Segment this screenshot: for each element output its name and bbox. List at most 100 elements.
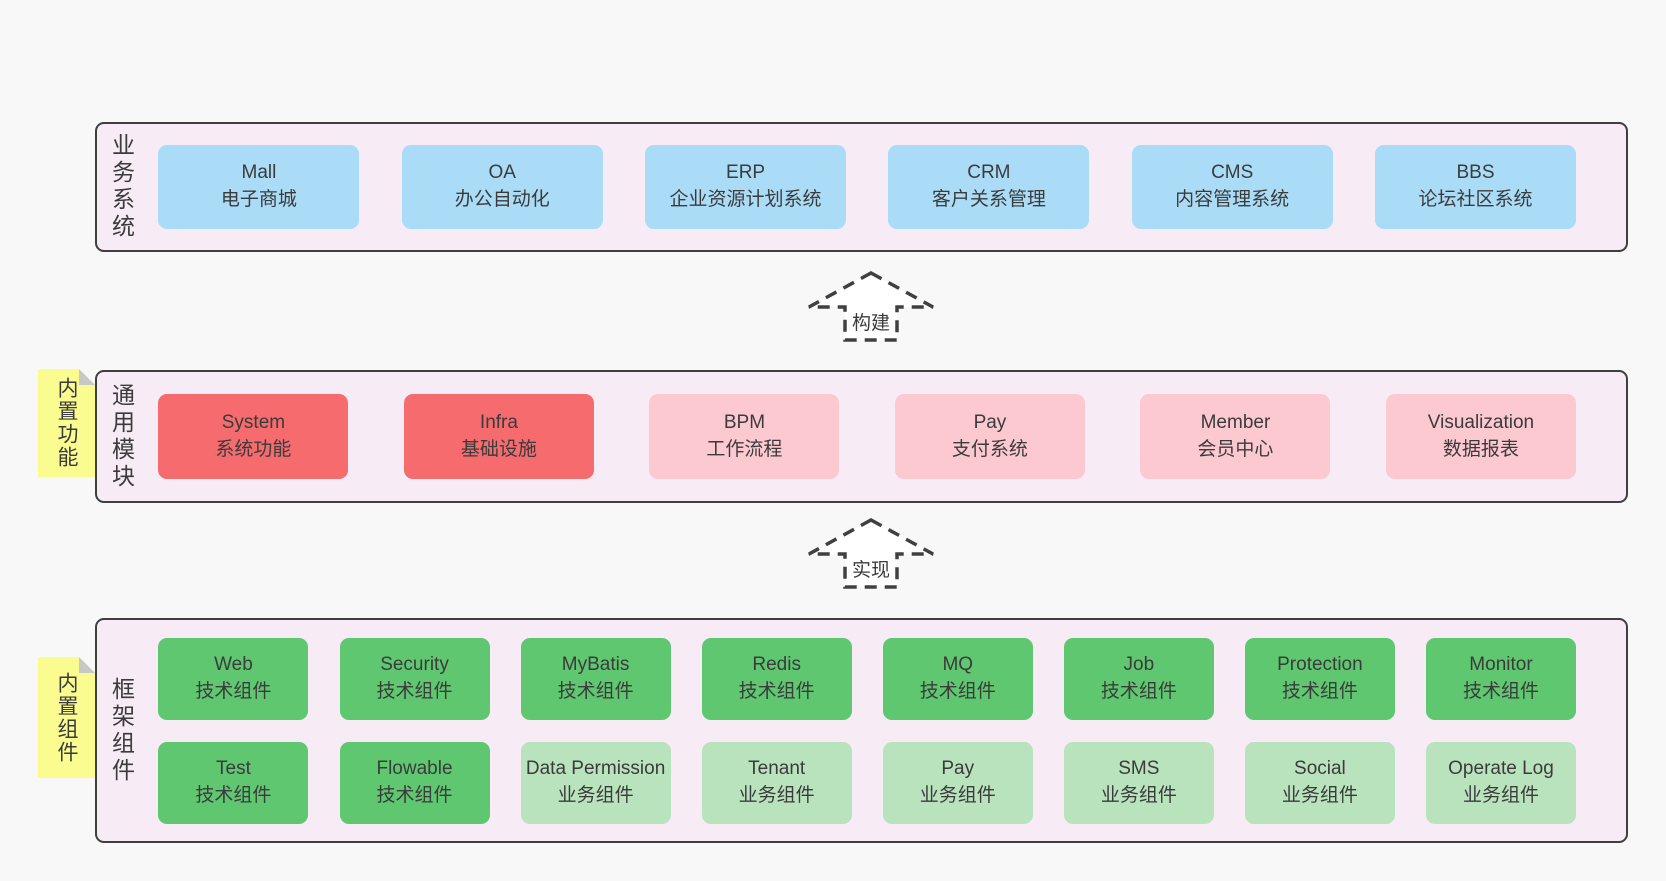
box-title: CMS bbox=[1211, 162, 1254, 184]
box-title: Social bbox=[1294, 757, 1346, 779]
box-title: Test bbox=[216, 757, 251, 779]
arrow-up-icon bbox=[808, 518, 934, 589]
box-title: Security bbox=[380, 653, 449, 675]
box-web: Web 技术组件 bbox=[158, 637, 309, 720]
box-title: BPM bbox=[723, 411, 766, 433]
panel-label-business: 业务系统 bbox=[108, 133, 135, 241]
box-cms: CMS 内容管理系统 bbox=[1131, 145, 1333, 229]
box-title: Protection bbox=[1277, 653, 1363, 675]
box-flowable: Flowable 技术组件 bbox=[339, 741, 490, 824]
box-title: OA bbox=[488, 162, 516, 184]
box-subtitle: 技术组件 bbox=[376, 784, 453, 806]
box-subtitle: 基础设施 bbox=[460, 438, 537, 460]
box-subtitle: 企业资源计划系统 bbox=[669, 189, 822, 210]
box-subtitle: 系统功能 bbox=[215, 438, 292, 460]
box-system: System 系统功能 bbox=[158, 394, 349, 479]
common-modules-panel: 通用模块 System 系统功能 Infra 基础设施 BPM 工作流程 Pay 支付系统 Me… bbox=[95, 370, 1628, 503]
business-systems-panel: 业务系统 Mall 电子商城 OA 办公自动化 ERP 企业资源计划系统 CRM 客户关系管理… bbox=[95, 122, 1628, 252]
box-title: MQ bbox=[942, 653, 974, 675]
box-title: Web bbox=[214, 653, 253, 675]
box-subtitle: 会员中心 bbox=[1197, 438, 1274, 460]
box-title: Visualization bbox=[1427, 411, 1535, 433]
box-subtitle: 工作流程 bbox=[706, 438, 783, 460]
box-subtitle: 技术组件 bbox=[738, 680, 815, 702]
business-boxes: Mall 电子商城 OA 办公自动化 ERP 企业资源计划系统 CRM 客户关系管理 CMS 内容… bbox=[134, 145, 1626, 229]
box-subtitle: 技术组件 bbox=[1100, 680, 1177, 702]
box-mall: Mall 电子商城 bbox=[158, 145, 360, 229]
box-subtitle: 电子商城 bbox=[220, 189, 297, 210]
box-title: Flowable bbox=[376, 757, 453, 779]
box-subtitle: 业务组件 bbox=[738, 784, 815, 806]
box-title: SMS bbox=[1118, 757, 1160, 779]
box-subtitle: 技术组件 bbox=[195, 784, 272, 806]
box-oa: OA 办公自动化 bbox=[401, 145, 603, 229]
arrow-label-implement: 实现 bbox=[848, 555, 894, 582]
implement-arrow: 实现 bbox=[806, 518, 936, 590]
box-member: Member 会员中心 bbox=[1140, 394, 1331, 479]
box-data-permission: Data Permission 业务组件 bbox=[520, 741, 671, 824]
box-subtitle: 业务组件 bbox=[1462, 784, 1539, 806]
box-visualization: Visualization 数据报表 bbox=[1385, 394, 1576, 479]
box-mybatis: MyBatis 技术组件 bbox=[520, 637, 671, 720]
box-title: MyBatis bbox=[561, 653, 630, 675]
box-subtitle: 业务组件 bbox=[1100, 784, 1177, 806]
box-title: System bbox=[221, 411, 286, 433]
panel-label-modules: 通用模块 bbox=[108, 382, 135, 491]
box-subtitle: 数据报表 bbox=[1442, 438, 1519, 460]
sticky-note-builtin-components: 内置组件 bbox=[38, 657, 95, 778]
box-title: ERP bbox=[726, 162, 766, 184]
sticky-note-builtin-features: 内置功能 bbox=[38, 369, 95, 477]
box-operate-log: Operate Log 业务组件 bbox=[1425, 741, 1576, 824]
box-security: Security 技术组件 bbox=[339, 637, 490, 720]
box-title: Mall bbox=[241, 162, 277, 184]
arrow-up-icon bbox=[808, 271, 934, 342]
box-title: Member bbox=[1200, 411, 1271, 433]
box-redis: Redis 技术组件 bbox=[701, 637, 852, 720]
box-subtitle: 办公自动化 bbox=[454, 189, 550, 210]
box-bpm: BPM 工作流程 bbox=[649, 394, 840, 479]
note-fold-corner bbox=[79, 657, 95, 673]
box-title: Pay bbox=[941, 757, 975, 779]
note-text: 内置组件 bbox=[55, 671, 79, 764]
box-title: Redis bbox=[752, 653, 801, 675]
module-boxes: System 系统功能 Infra 基础设施 BPM 工作流程 Pay 支付系统 Member 会… bbox=[134, 394, 1626, 479]
box-subtitle: 论坛社区系统 bbox=[1418, 189, 1533, 210]
box-subtitle: 技术组件 bbox=[919, 680, 996, 702]
note-text: 内置功能 bbox=[55, 377, 79, 469]
box-subtitle: 技术组件 bbox=[557, 680, 634, 702]
box-mq: MQ 技术组件 bbox=[882, 637, 1033, 720]
box-title: Infra bbox=[479, 411, 518, 433]
box-subtitle: 支付系统 bbox=[951, 438, 1028, 460]
box-erp: ERP 企业资源计划系统 bbox=[645, 145, 847, 229]
box-title: Data Permission bbox=[525, 757, 666, 779]
note-fold-corner bbox=[79, 369, 95, 385]
box-subtitle: 技术组件 bbox=[376, 680, 453, 702]
box-pay: Pay 支付系统 bbox=[894, 394, 1085, 479]
box-subtitle: 技术组件 bbox=[1281, 680, 1358, 702]
box-title: Pay bbox=[973, 411, 1007, 433]
box-subtitle: 业务组件 bbox=[557, 784, 634, 806]
box-title: Job bbox=[1123, 653, 1155, 675]
box-title: CRM bbox=[967, 162, 1011, 184]
box-subtitle: 内容管理系统 bbox=[1175, 189, 1290, 210]
arrow-label-build: 构建 bbox=[848, 308, 894, 335]
box-job: Job 技术组件 bbox=[1063, 637, 1214, 720]
box-crm: CRM 客户关系管理 bbox=[888, 145, 1090, 229]
box-subtitle: 技术组件 bbox=[195, 680, 272, 702]
box-infra: Infra 基础设施 bbox=[403, 394, 594, 479]
box-test: Test 技术组件 bbox=[158, 741, 309, 824]
box-title: Operate Log bbox=[1448, 757, 1554, 779]
box-subtitle: 技术组件 bbox=[1462, 680, 1539, 702]
box-protection: Protection 技术组件 bbox=[1244, 637, 1395, 720]
box-subtitle: 客户关系管理 bbox=[931, 189, 1046, 210]
build-arrow: 构建 bbox=[806, 271, 936, 343]
